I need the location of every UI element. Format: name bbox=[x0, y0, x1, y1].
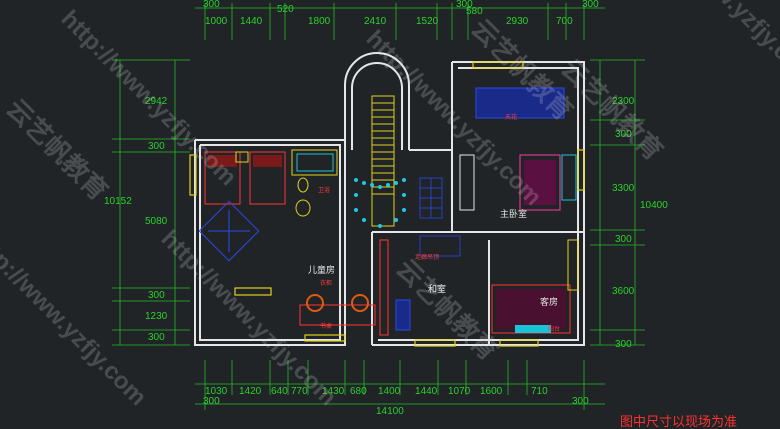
label-balcony: 阳台 bbox=[548, 325, 560, 333]
dim-top-0: 300 bbox=[203, 0, 220, 10]
room-study: 和室 bbox=[428, 283, 446, 295]
dim-right-5: 300 bbox=[615, 339, 632, 350]
annotations: 衣柜 书桌 天花 卫浴 走廊吊顶 阳台 bbox=[318, 113, 560, 333]
watermark-url-4: http://www.yzfjy.com bbox=[0, 225, 152, 411]
room-master: 主卧室 bbox=[500, 208, 527, 220]
watermark-url-5: http://www.yzfjy.com bbox=[636, 0, 780, 91]
dim-bottom-8: 1070 bbox=[448, 386, 471, 397]
dim-top-7: 300 bbox=[456, 0, 473, 10]
pillow-right bbox=[253, 155, 282, 167]
dim-right-4: 3600 bbox=[612, 286, 635, 297]
dim-bottom-10: 710 bbox=[531, 386, 548, 397]
dim-top-4: 1800 bbox=[308, 16, 331, 27]
dim-top-8: 580 bbox=[466, 6, 483, 17]
master-closet bbox=[459, 154, 475, 211]
dim-left-5: 300 bbox=[148, 332, 165, 343]
nightstand bbox=[235, 151, 249, 163]
dim-top-3: 520 bbox=[277, 4, 294, 15]
room-labels: 儿童房 主卧室 客房 和室 bbox=[308, 208, 558, 308]
label-bookshelf: 书桌 bbox=[320, 322, 332, 330]
study-sliding-door bbox=[379, 239, 389, 336]
dim-bottom-7: 1440 bbox=[415, 386, 438, 397]
footer-note: 图中尺寸以现场为准 bbox=[620, 415, 737, 429]
top-dimension-labels: 300 1000 1440 520 1800 2410 1520 300 580… bbox=[203, 0, 599, 27]
right-dimension-labels: 2300 300 3300 300 3600 300 10400 bbox=[612, 96, 668, 350]
label-wardrobe: 衣柜 bbox=[320, 279, 332, 287]
corridor-tiles bbox=[419, 177, 461, 257]
master-side-cabinet bbox=[561, 154, 577, 201]
dim-left-0: 2942 bbox=[145, 96, 168, 107]
dim-left-4: 1230 bbox=[145, 311, 168, 322]
room-guest: 客房 bbox=[540, 296, 558, 308]
master-bed-cover bbox=[524, 160, 556, 205]
bathtub bbox=[291, 149, 338, 176]
dim-bottom-6: 1400 bbox=[378, 386, 401, 397]
guest-closet bbox=[567, 239, 579, 291]
label-corridor: 走廊吊顶 bbox=[415, 253, 439, 261]
bathtub-inner bbox=[296, 153, 334, 172]
master-wardrobe bbox=[475, 87, 565, 119]
dim-bottom-300-right: 300 bbox=[572, 396, 589, 407]
dim-left-3: 300 bbox=[148, 290, 165, 301]
dim-bottom-9: 1600 bbox=[480, 386, 503, 397]
rug bbox=[198, 200, 260, 262]
study-cabinet bbox=[395, 299, 411, 331]
dim-top-2: 1440 bbox=[240, 16, 263, 27]
pillow-left bbox=[208, 155, 237, 167]
dim-bottom-3: 770 bbox=[291, 386, 308, 397]
dim-bottom-300-left: 300 bbox=[203, 396, 220, 407]
dim-left-total: 10152 bbox=[104, 196, 132, 207]
dim-top-1: 1000 bbox=[205, 16, 228, 27]
chair-2 bbox=[351, 294, 369, 312]
dim-top-10: 700 bbox=[556, 16, 573, 27]
dim-bottom-0: 1030 bbox=[205, 386, 228, 397]
corridor-ceiling-lights bbox=[354, 178, 406, 228]
dim-bottom-total: 14100 bbox=[376, 406, 404, 417]
dim-left-1: 300 bbox=[148, 141, 165, 152]
dim-right-1: 300 bbox=[615, 129, 632, 140]
label-ceiling: 天花 bbox=[505, 113, 517, 121]
windows bbox=[189, 61, 585, 347]
dimension-lines bbox=[112, 3, 645, 410]
guest-bed-cover bbox=[496, 289, 566, 329]
bed-right bbox=[249, 151, 286, 205]
watermark-brand-1: 云艺帆教育 bbox=[1, 93, 114, 206]
dim-bottom-2: 640 bbox=[271, 386, 288, 397]
dim-bottom-1: 1420 bbox=[239, 386, 262, 397]
furniture bbox=[198, 87, 579, 336]
left-dimension-labels: 2942 300 5080 300 1230 300 10152 bbox=[104, 96, 168, 343]
dim-bottom-5: 680 bbox=[350, 386, 367, 397]
dim-top-9: 2930 bbox=[506, 16, 529, 27]
watermark-url-3: http://www.yzfjy.com bbox=[156, 225, 342, 411]
label-bath: 卫浴 bbox=[318, 186, 330, 194]
dim-top-6: 1520 bbox=[416, 16, 439, 27]
guest-pillows bbox=[515, 325, 551, 333]
desk bbox=[299, 304, 376, 326]
dim-right-2: 3300 bbox=[612, 183, 635, 194]
room-children: 儿童房 bbox=[308, 264, 335, 276]
dim-bottom-4: 1430 bbox=[322, 386, 345, 397]
dim-top-5: 2410 bbox=[364, 16, 387, 27]
dim-left-2: 5080 bbox=[145, 216, 168, 227]
dim-right-total: 10400 bbox=[640, 200, 668, 211]
staircase bbox=[371, 95, 395, 227]
dim-top-11: 300 bbox=[582, 0, 599, 10]
chair-1 bbox=[306, 294, 324, 312]
master-bed bbox=[519, 154, 561, 211]
bed-left bbox=[204, 151, 241, 205]
dim-right-3: 300 bbox=[615, 234, 632, 245]
bottom-dimension-labels: 1030 1420 640 770 1430 680 1400 1440 107… bbox=[203, 386, 589, 417]
washbasin bbox=[295, 199, 311, 217]
dim-right-0: 2300 bbox=[612, 96, 635, 107]
toilet bbox=[297, 177, 309, 193]
